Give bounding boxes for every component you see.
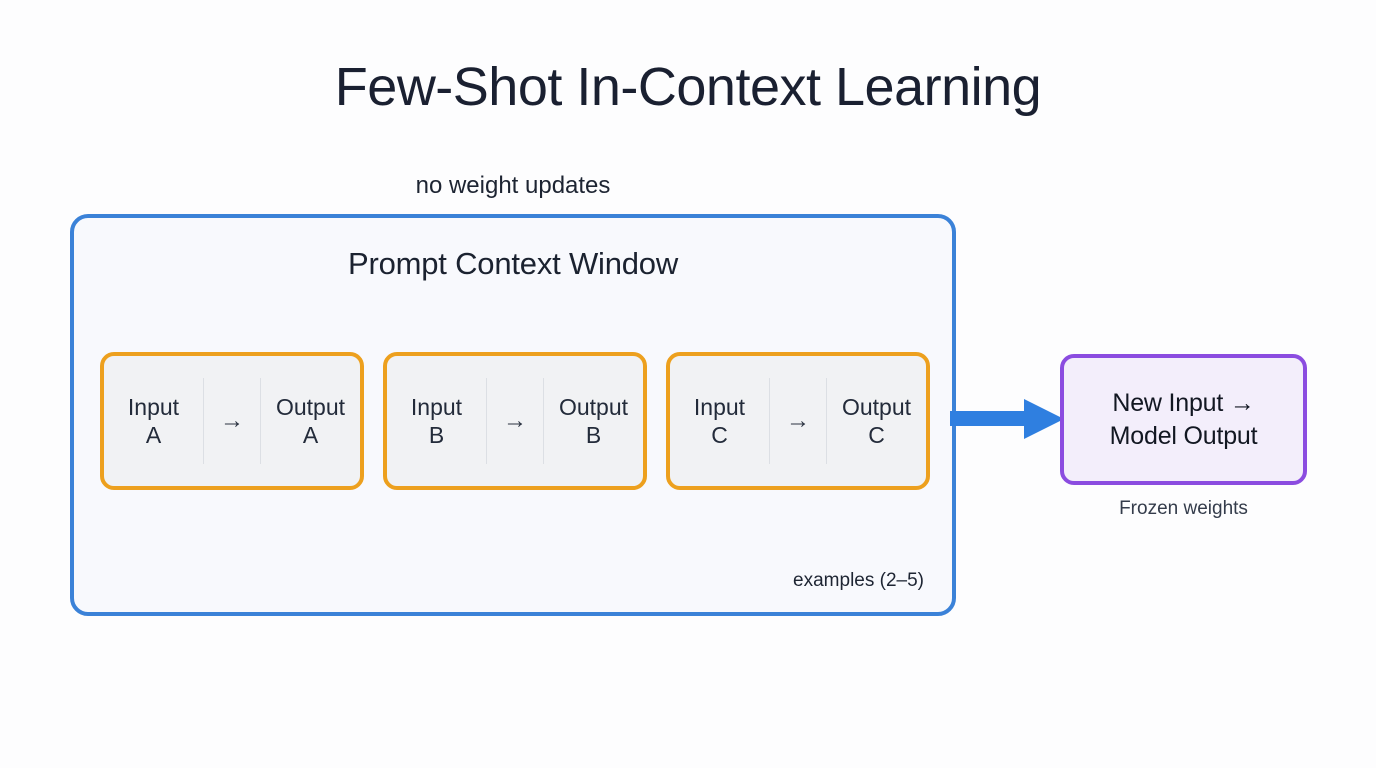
- no-weight-updates-label: no weight updates: [415, 172, 611, 199]
- examples-row: Input A → Output A Input B →: [100, 352, 930, 492]
- card-divider: [826, 378, 827, 464]
- example-card-c[interactable]: Input C → Output C: [666, 352, 930, 490]
- example-input-label: Input: [127, 393, 180, 420]
- example-output-a: Output A: [261, 356, 360, 486]
- example-output-id: B: [585, 422, 602, 448]
- card-divider: [769, 378, 770, 464]
- example-output-c: Output C: [827, 356, 926, 486]
- card-divider: [260, 378, 261, 464]
- example-input-a: Input A: [104, 356, 203, 486]
- example-card-a[interactable]: Input A → Output A: [100, 352, 364, 490]
- arrow-right-icon: [950, 399, 1064, 439]
- model-box-line-2: Model Output: [1109, 421, 1258, 450]
- model-box-line-1: New Input →: [1112, 389, 1255, 417]
- page-title: Few-Shot In-Context Learning: [334, 57, 1042, 117]
- example-output-b: Output B: [544, 356, 643, 486]
- example-output-label: Output: [275, 393, 346, 420]
- example-input-id: C: [711, 422, 728, 448]
- examples-count-caption: examples (2–5): [793, 570, 924, 591]
- example-card-b[interactable]: Input B → Output B: [383, 352, 647, 490]
- example-output-label: Output: [558, 393, 629, 420]
- card-divider: [203, 378, 204, 464]
- arrow-right-icon: →: [786, 407, 810, 435]
- connector-arrow: [950, 396, 1066, 442]
- example-input-c: Input C: [670, 356, 769, 486]
- prompt-context-window: Prompt Context Window Input A → Output A…: [70, 214, 956, 616]
- example-input-b: Input B: [387, 356, 486, 486]
- example-output-id: C: [868, 422, 885, 448]
- example-input-id: B: [428, 422, 445, 448]
- example-output-id: A: [302, 422, 319, 448]
- example-input-label: Input: [693, 393, 746, 420]
- card-divider: [543, 378, 544, 464]
- arrow-right-icon: →: [220, 407, 244, 435]
- context-window-title: Prompt Context Window: [347, 246, 679, 281]
- card-divider: [486, 378, 487, 464]
- example-output-label: Output: [841, 393, 912, 420]
- model-output-box[interactable]: New Input → Model Output: [1060, 354, 1307, 485]
- frozen-weights-label: Frozen weights: [1119, 498, 1248, 519]
- example-input-label: Input: [410, 393, 463, 420]
- example-input-id: A: [145, 422, 162, 448]
- arrow-right-icon: →: [503, 407, 527, 435]
